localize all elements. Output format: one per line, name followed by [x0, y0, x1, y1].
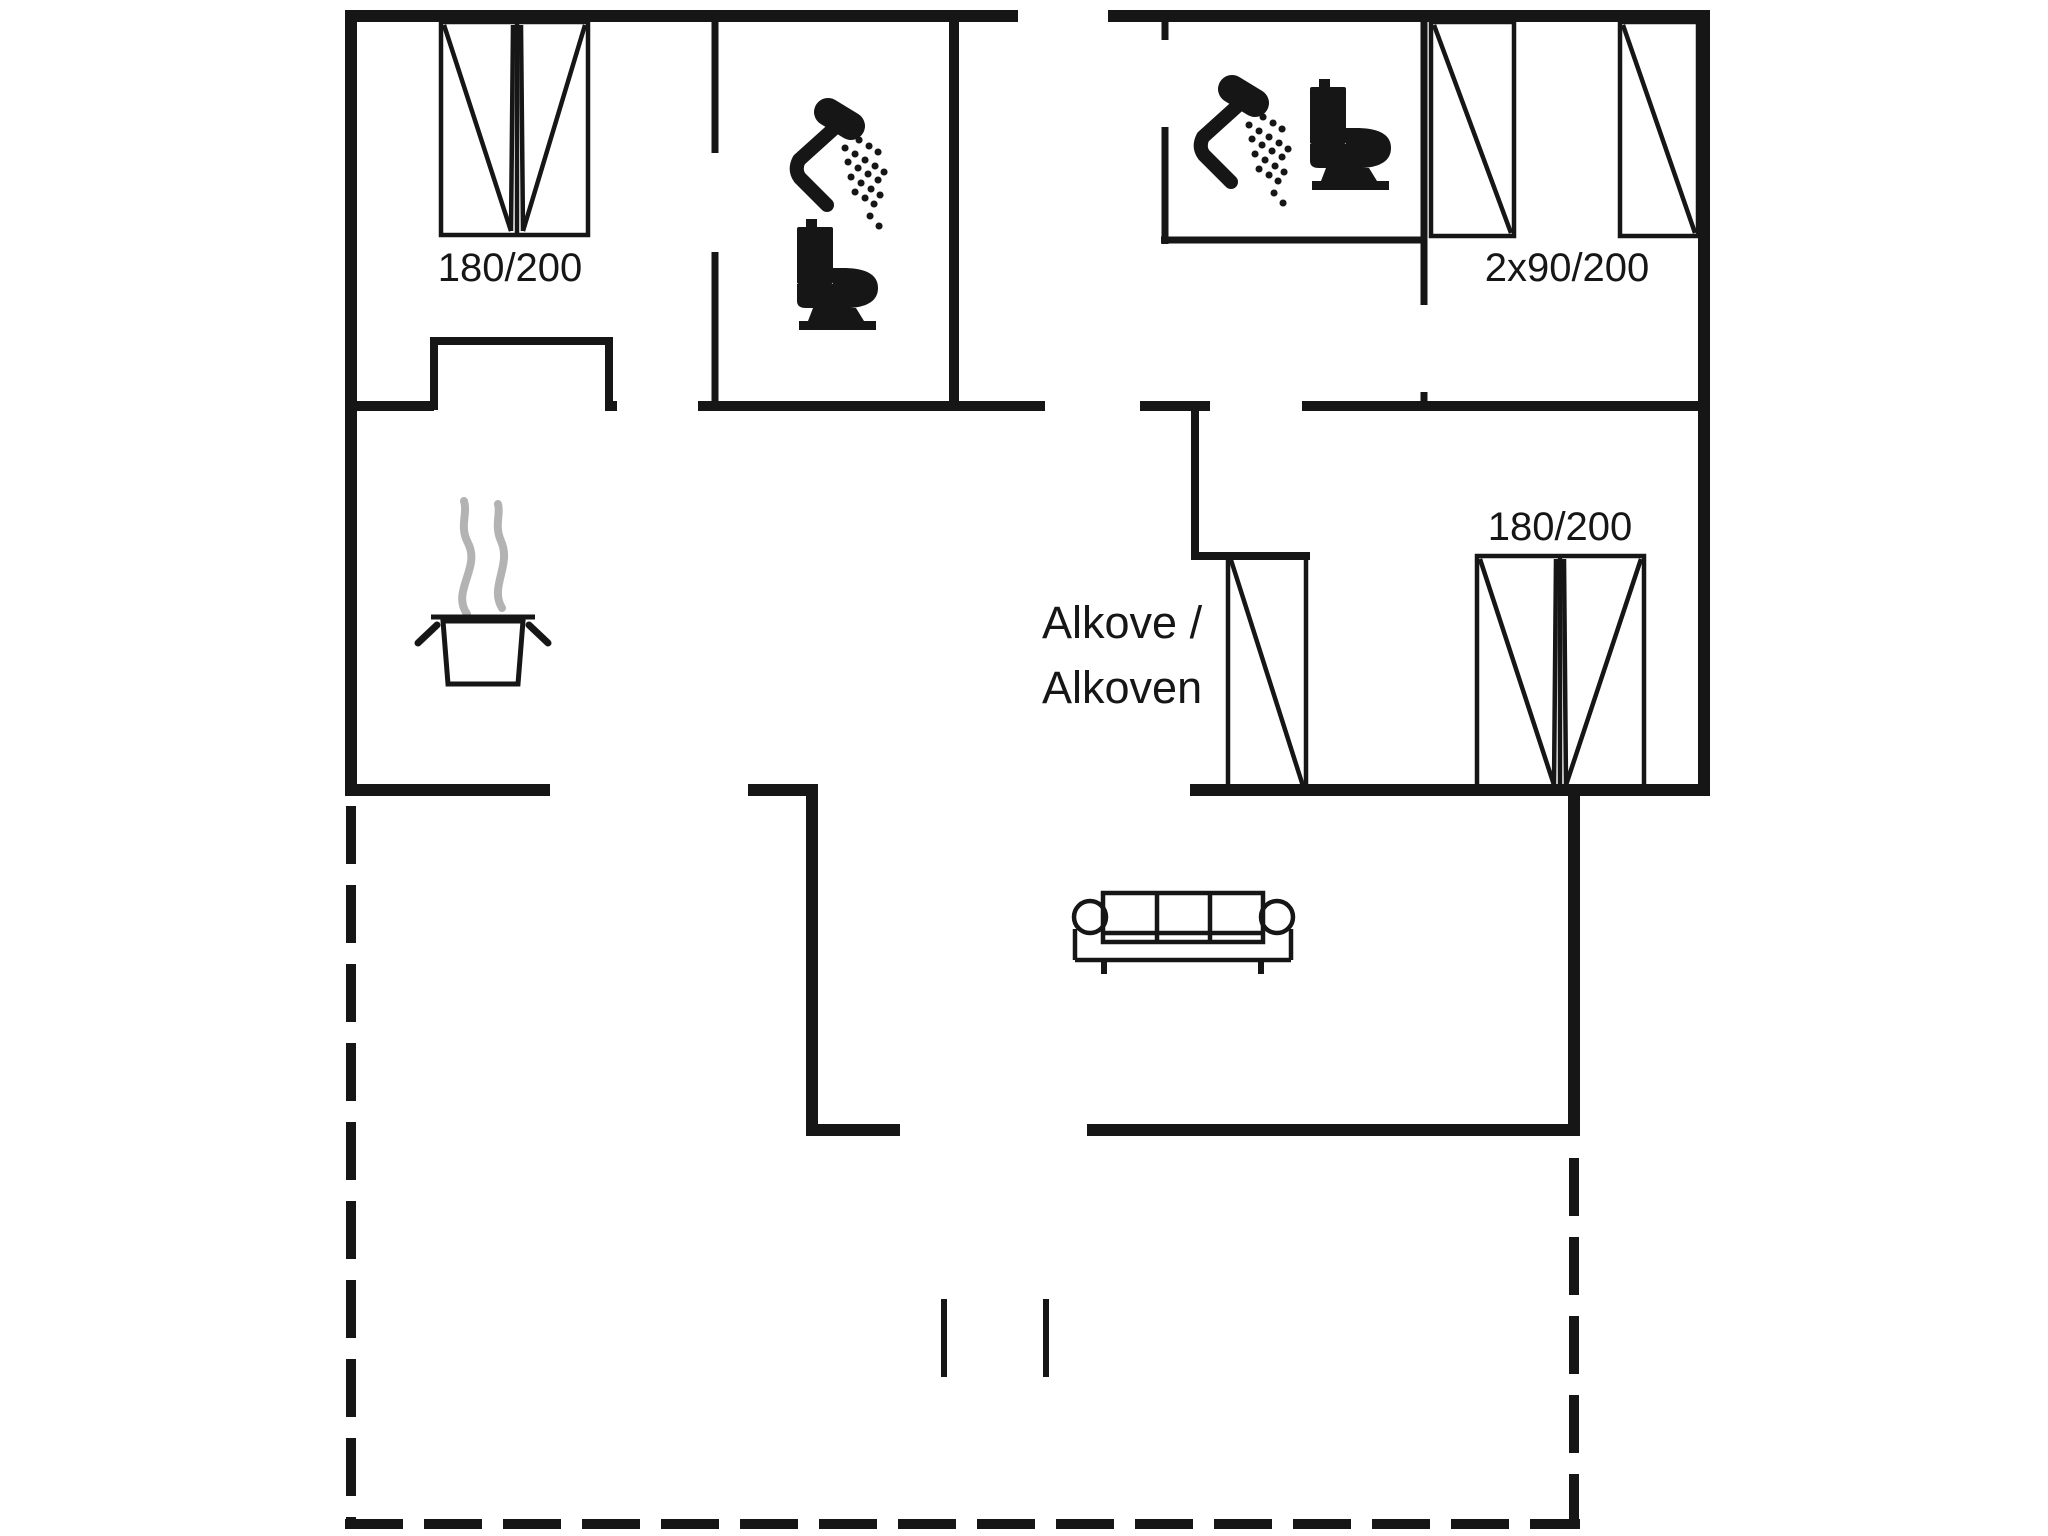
- bed-right-room-double: [1474, 553, 1647, 793]
- bed-line: [441, 24, 514, 232]
- toilet-pedestal: [808, 308, 864, 321]
- shower-icon: [814, 98, 865, 140]
- alcove-label-line2: Alkoven: [1042, 662, 1202, 713]
- single-bed-icon: [1617, 19, 1701, 239]
- steam-icon: [493, 500, 509, 612]
- bed-line: [1551, 558, 1559, 786]
- labels: 180/200 2x90/200 180/200 Alkove / Alkove…: [438, 246, 1650, 713]
- alcove-bed-icon: [1225, 553, 1309, 793]
- bed-line: [508, 24, 516, 232]
- bed-line: [1620, 24, 1698, 234]
- bed-size-label-top-right: 2x90/200: [1485, 246, 1650, 290]
- bed-line: [1561, 558, 1569, 786]
- double-bed-icon: [438, 19, 591, 238]
- toilet-base: [799, 321, 876, 330]
- bed-line: [1431, 24, 1514, 234]
- toilet-flush-knob: [1319, 79, 1330, 88]
- toilet-icon: [797, 219, 878, 330]
- kitchen-hotplate: [414, 497, 552, 687]
- sofa: [1071, 890, 1296, 974]
- shower-icon: [1193, 75, 1292, 207]
- bed-top-left-double: [438, 19, 591, 238]
- toilet-icon: [1310, 79, 1391, 190]
- alcove-label-line1: Alkove /: [1042, 597, 1203, 648]
- pot-handle-right: [525, 621, 552, 647]
- toilet-bowl: [797, 268, 878, 308]
- bed-line: [520, 24, 588, 232]
- bed-line: [1477, 558, 1557, 786]
- toilet-base: [1312, 181, 1389, 190]
- terrace-dashed-boundary: [345, 806, 1580, 1529]
- bathroom1-icons: [789, 98, 888, 330]
- shower-spray-dots: [841, 130, 888, 230]
- sofa-cushion-frame: [1100, 890, 1266, 945]
- sofa-arm-left: [1071, 898, 1109, 936]
- outer-walls: [345, 10, 1710, 1136]
- alcove-bed: [1225, 553, 1309, 793]
- shower-hose: [789, 116, 847, 212]
- bed-size-label-top-left: 180/200: [438, 246, 583, 290]
- bed-line: [1563, 558, 1644, 786]
- toilet-flush-knob: [806, 219, 817, 228]
- bed-size-label-right-room: 180/200: [1488, 505, 1633, 549]
- single-bed-icon: [1428, 19, 1517, 239]
- beds-top-right-singles: [1428, 19, 1701, 239]
- bed-line: [518, 24, 526, 232]
- toilet-tank: [1310, 87, 1346, 144]
- bathroom2-icons: [1193, 75, 1391, 207]
- pot-handle-left: [414, 621, 441, 647]
- shower-spray-dots: [1245, 107, 1292, 207]
- shower-hose: [1193, 93, 1251, 189]
- sofa-arm-right: [1258, 898, 1296, 936]
- bed-line: [1228, 559, 1306, 787]
- steam-icon: [458, 497, 476, 618]
- toilet-bowl: [1310, 128, 1391, 168]
- toilet-pedestal: [1321, 168, 1377, 181]
- shower-head: [1218, 75, 1269, 117]
- toilet-tank: [797, 227, 833, 284]
- cooking-pot-icon: [440, 618, 526, 687]
